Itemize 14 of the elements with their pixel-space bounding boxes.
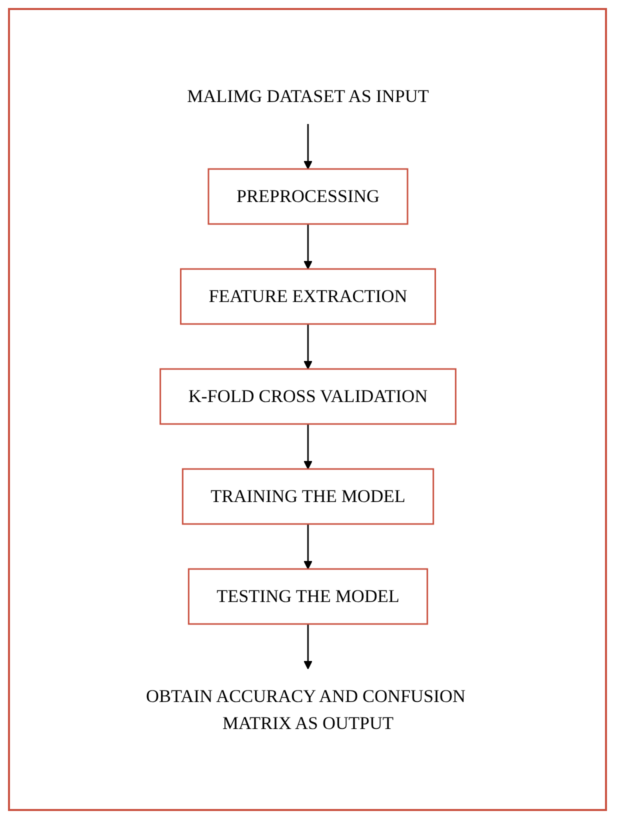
node-box [181,468,434,524]
node-text: OBTAIN ACCURACY AND CONFUSION MATRIX AS OUTPUT [146,686,465,732]
arrow [303,424,312,469]
node-box [180,268,436,324]
arrow [303,124,312,169]
arrow [303,224,312,269]
node-box [159,368,456,424]
node-box [187,568,428,624]
arrow [303,624,312,669]
node-box [207,168,408,224]
arrow [303,324,312,369]
page-frame: MALIMG DATASET AS INPUT PREPROCESSING FEATURE EXTRACTION K-FOLD CROSS VALIDATION TRAINING THE MODEL TESTING THE MODEL OBTAIN ACCURACY AND CONFUSION MATRIX AS OUTPUT [8,8,607,811]
arrow [303,524,312,569]
node-text: MALIMG DATASET AS INPUT [186,86,428,106]
